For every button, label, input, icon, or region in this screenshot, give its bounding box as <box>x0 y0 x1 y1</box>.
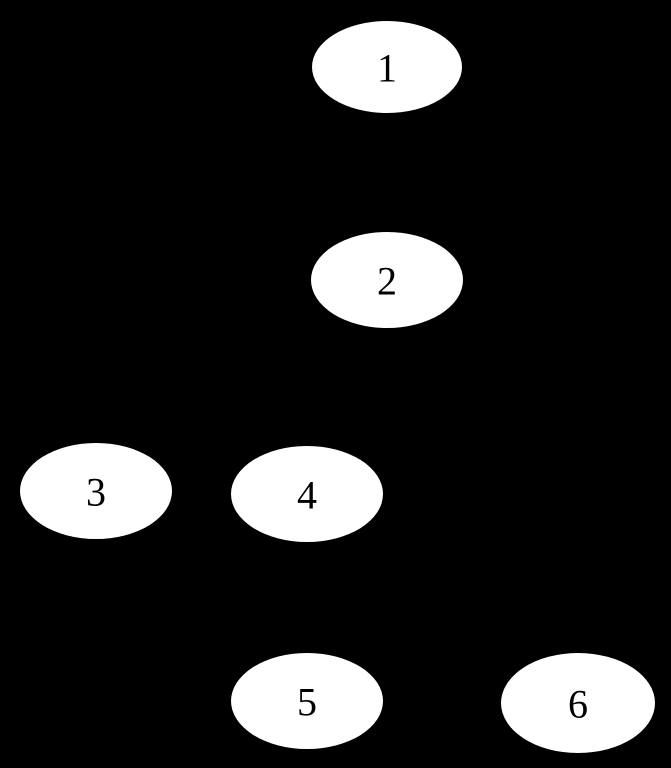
edge-arrowhead-n2-n3 <box>144 445 157 456</box>
node-layer: 1 2 3 4 5 6 <box>20 21 655 753</box>
edge-arrowhead-n4-n6 <box>517 654 530 666</box>
node-label-1: 1 <box>377 46 397 91</box>
node-label-3: 3 <box>86 470 106 515</box>
edge-arrowhead-n1-n2 <box>382 221 392 234</box>
node-shape-4[interactable] <box>231 446 383 542</box>
node-label-6: 6 <box>568 682 588 727</box>
node-shape-5[interactable] <box>231 653 383 749</box>
graph-node-1[interactable]: 1 <box>312 21 462 113</box>
graph-node-2[interactable]: 2 <box>311 232 463 328</box>
graph-edge-n2-n4 <box>327 326 371 439</box>
graph-node-4[interactable]: 4 <box>231 446 383 542</box>
edge-arrowhead-n2-n4 <box>323 435 333 449</box>
graph-node-6[interactable]: 6 <box>501 653 655 753</box>
node-shape-3[interactable] <box>20 443 172 539</box>
graph-edge-n4-n6 <box>354 530 521 660</box>
node-label-4: 4 <box>297 473 317 518</box>
node-shape-6[interactable] <box>501 653 655 753</box>
node-shape-1[interactable] <box>312 21 462 113</box>
graph-node-3[interactable]: 3 <box>20 443 172 539</box>
node-label-5: 5 <box>297 680 317 725</box>
graph-node-5[interactable]: 5 <box>231 653 383 749</box>
edge-arrowhead-n4-n5 <box>302 642 312 655</box>
node-label-2: 2 <box>377 259 397 304</box>
edge-layer <box>144 113 530 666</box>
graph-edge-n2-n3 <box>153 315 338 450</box>
node-shape-2[interactable] <box>311 232 463 328</box>
